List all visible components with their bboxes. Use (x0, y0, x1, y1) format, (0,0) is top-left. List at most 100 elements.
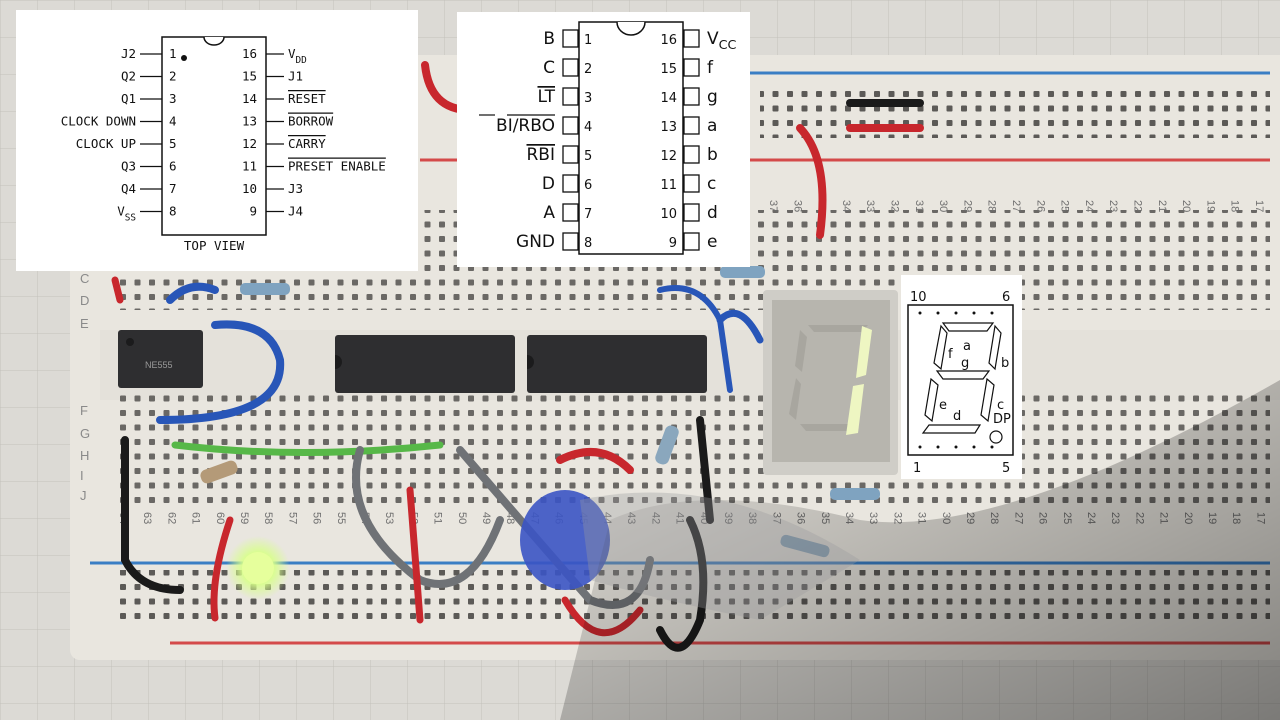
pin-5-label: 5 (1002, 461, 1010, 476)
column-number: 26 (1034, 200, 1046, 212)
pin-6-label: 6 (1002, 290, 1010, 305)
timer-chip: NE555 (118, 330, 203, 388)
pin-number: 10 (660, 207, 677, 222)
pin-pad (683, 29, 700, 48)
pin-number: 2 (169, 69, 177, 84)
pin-label: LT (537, 87, 555, 107)
pin-label: CLOCK DOWN (61, 114, 136, 129)
seg-g-label: g (961, 356, 969, 371)
pin-label: g (707, 87, 718, 107)
column-number: 27 (1010, 200, 1022, 212)
pin-number: 12 (660, 149, 677, 164)
seg-d-label: d (953, 409, 961, 424)
pin-number: 10 (242, 181, 257, 196)
ic-notch (203, 36, 225, 46)
pin-number: 11 (242, 159, 257, 174)
pin-pad (562, 145, 579, 164)
timer-chip-label: NE555 (145, 360, 173, 370)
row-letter: I (80, 468, 84, 483)
pin-label: J2 (121, 46, 136, 61)
status-led (226, 536, 290, 600)
pin-label: VCC (707, 29, 737, 53)
pin-number: 5 (169, 136, 177, 151)
probe-shadow (560, 380, 1280, 720)
pin-number: 7 (169, 181, 177, 196)
seg-b-label: b (1001, 356, 1009, 371)
column-number: 22 (1132, 200, 1144, 212)
column-number: 25 (1059, 200, 1071, 212)
pin-number: 7 (584, 207, 592, 222)
column-number: 50 (456, 512, 468, 524)
segment-b-lit (856, 326, 872, 378)
column-number: 24 (1083, 200, 1095, 212)
pin-number: 1 (584, 33, 592, 48)
segment-c-lit (846, 384, 864, 435)
pin-number: 4 (169, 114, 177, 129)
column-number: 37 (767, 200, 779, 212)
pin-pad (562, 203, 579, 222)
pin-pad (683, 145, 700, 164)
pin-number: 15 (242, 69, 257, 84)
pin-pad (683, 58, 700, 77)
pin-number: 9 (249, 204, 257, 219)
resistors (200, 266, 880, 558)
seg-e-label: e (939, 398, 947, 413)
pin-number: 2 (584, 62, 592, 77)
row-letters: C D E F G H I J (80, 271, 90, 503)
pin-1-label: 1 (913, 461, 921, 476)
pin-label: RBI (527, 145, 556, 165)
row-letter: H (80, 448, 89, 463)
column-number: 62 (165, 512, 177, 524)
pin-pad (562, 29, 579, 48)
pin-pad (562, 174, 579, 193)
pin-number: 3 (169, 91, 177, 106)
pin-label: Q1 (121, 91, 136, 106)
seg-f-label: f (948, 347, 953, 362)
pin-dots (918, 311, 994, 449)
pin-label: a (707, 116, 717, 136)
pin-number: 1 (169, 46, 177, 61)
pin-label: J4 (288, 204, 303, 219)
column-number: 36 (791, 200, 803, 212)
decoder-chip (527, 335, 707, 393)
column-number: 32 (891, 512, 903, 524)
pin-label: J1 (288, 69, 303, 84)
pin-label: VDD (288, 46, 307, 66)
row-letter: C (80, 271, 89, 286)
pin-number: 16 (660, 33, 677, 48)
pin-label: D (542, 174, 555, 194)
column-number: 58 (262, 512, 274, 524)
column-number: 59 (238, 512, 250, 524)
column-number: 60 (214, 512, 226, 524)
pin-pad (683, 203, 700, 222)
capacitor (520, 490, 610, 590)
column-number: 61 (190, 512, 202, 524)
pin-number: 14 (242, 91, 257, 106)
pin-label: GND (516, 232, 555, 252)
row-letter: D (80, 293, 89, 308)
pin-number: 12 (242, 136, 257, 151)
pin-label: B (543, 29, 555, 49)
column-number: 51 (432, 512, 444, 524)
pin1-dot (181, 55, 187, 61)
pin-pad (683, 232, 700, 251)
pin-pad (562, 58, 579, 77)
column-number: 33 (864, 200, 876, 212)
column-number: 32 (889, 200, 901, 212)
pin-number: 6 (169, 159, 177, 174)
pin-number: 14 (660, 91, 677, 106)
pin-number: 13 (660, 120, 677, 135)
pin-label: d (707, 203, 718, 223)
column-number: 18 (1229, 200, 1241, 212)
column-number: 28 (986, 200, 998, 212)
ic-notch (616, 21, 646, 36)
dp-label: DP (993, 412, 1011, 427)
column-number: 33 (867, 512, 879, 524)
column-number: 53 (383, 512, 395, 524)
pin-label: BORROW (288, 114, 334, 129)
pin-pad (683, 174, 700, 193)
pin-number: 11 (660, 178, 677, 193)
pin-label: f (707, 58, 714, 78)
